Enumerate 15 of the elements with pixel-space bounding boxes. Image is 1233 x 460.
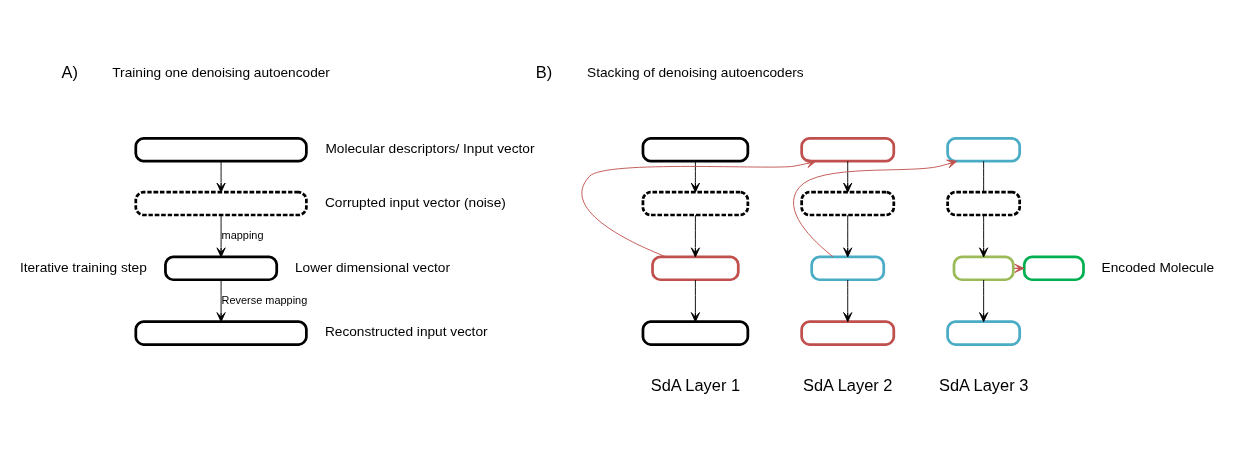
node-label: Lower dimensional vector	[294, 259, 451, 275]
node-label: Reconstructed input vector	[324, 323, 488, 339]
label: SdA Layer 3	[938, 375, 1029, 394]
node-label: Molecular descriptors/ Input vector	[325, 140, 535, 156]
node-label: Encoded Molecule	[1101, 259, 1215, 275]
label: Training one denoising autoencoder	[112, 64, 330, 80]
label: A)	[61, 62, 78, 81]
edge-label: mapping	[221, 228, 264, 241]
label: SdA Layer 2	[803, 375, 893, 394]
label: Iterative training step	[19, 259, 147, 275]
label: SdA Layer 1	[650, 375, 741, 394]
label: Stacking of denoising autoencoders	[587, 64, 804, 80]
edge-label: Reverse mapping	[221, 293, 308, 306]
node-label: Corrupted input vector (noise)	[324, 194, 506, 210]
label: B)	[535, 62, 553, 81]
